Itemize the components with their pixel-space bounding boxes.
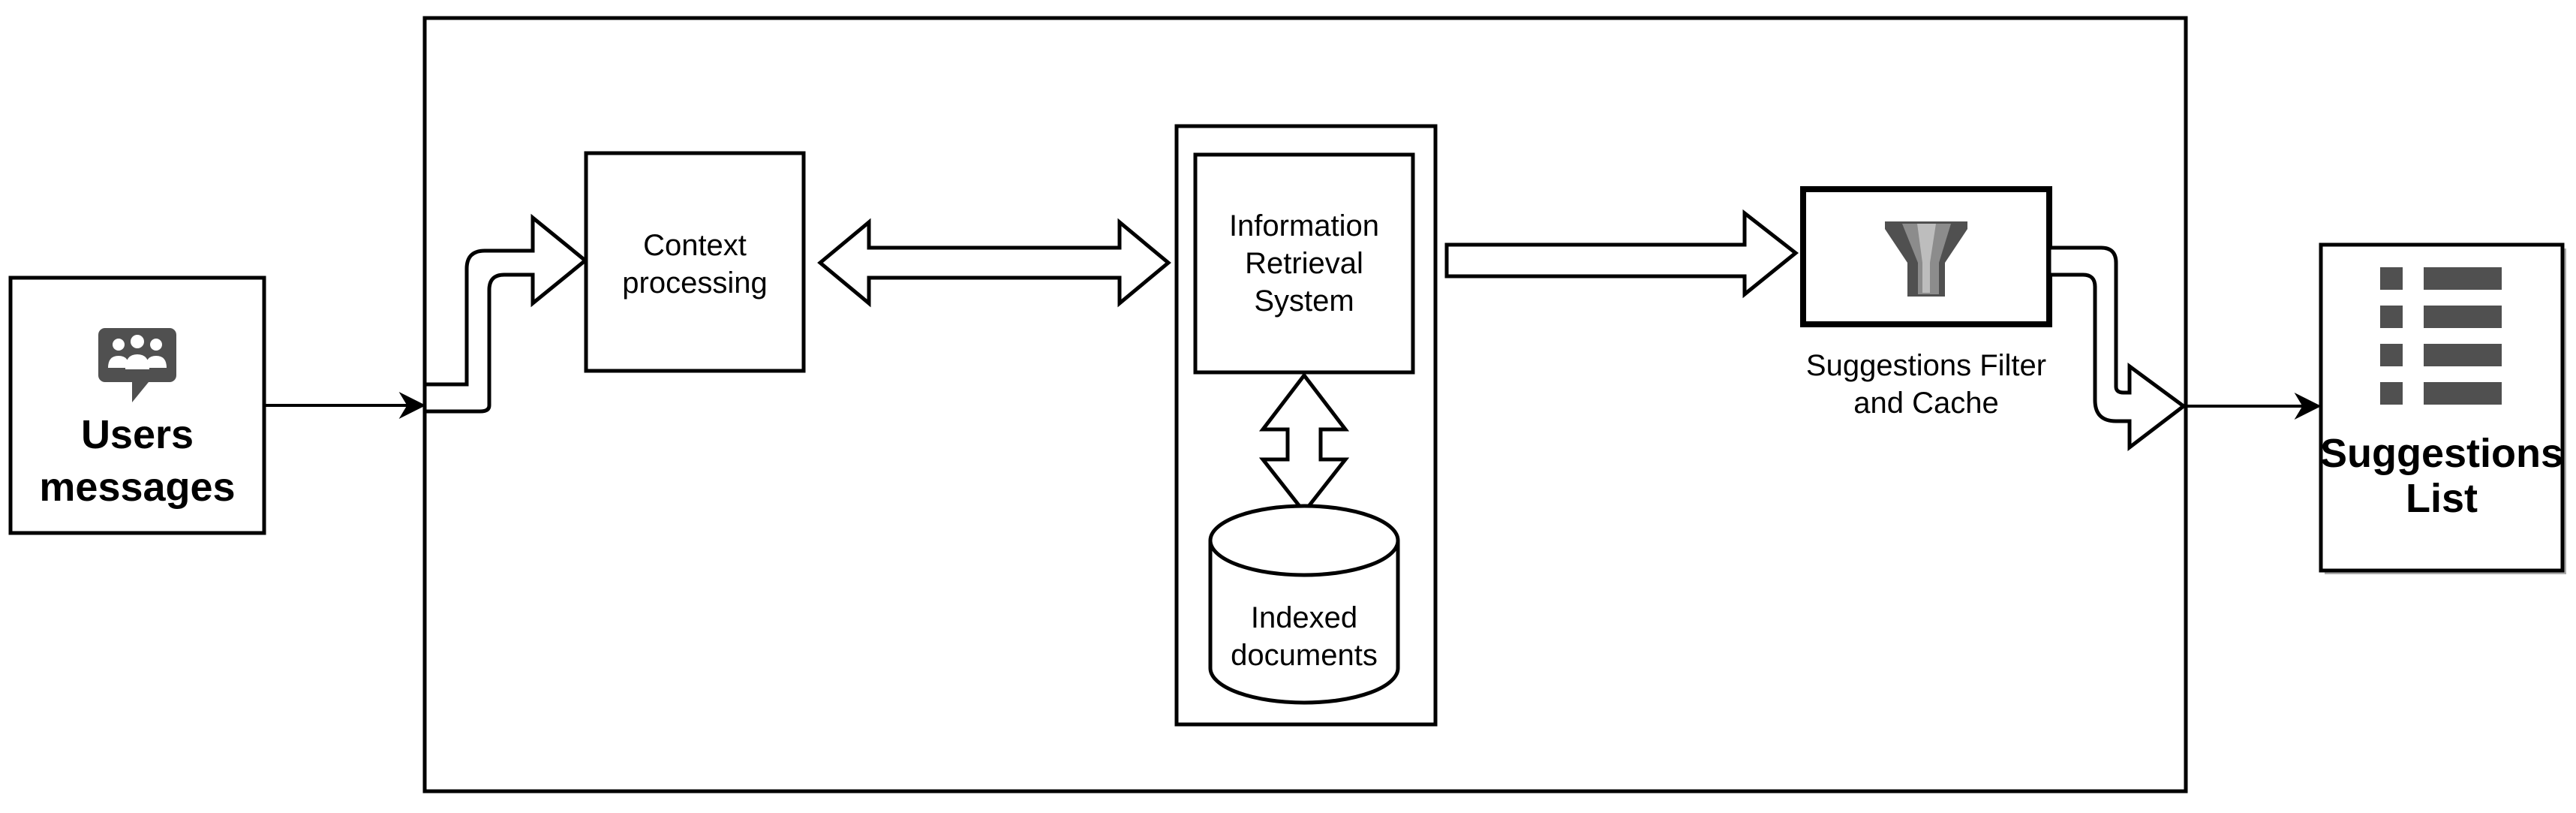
bent-arrow-from-filter (2047, 245, 2187, 452)
indexed-documents-node: Indexed documents (1208, 504, 1400, 705)
suggestions-filter-label-2: and Cache (1853, 387, 1998, 420)
suggestions-filter-label-1: Suggestions Filter (1806, 349, 2046, 382)
users-messages-node: Users messages (8, 276, 266, 535)
indexed-documents-label-1: Indexed (1251, 601, 1357, 634)
list-icon (2380, 267, 2502, 405)
context-processing-label-2: processing (622, 266, 767, 300)
context-ir-double-arrow (817, 218, 1171, 308)
suggestions-filter-node (1800, 186, 2052, 327)
ir-system-label-2: Retrieval (1245, 247, 1363, 280)
users-chat-icon (98, 328, 176, 402)
suggestions-list-node: Suggestions List (2319, 242, 2566, 574)
suggestions-list-label-2: List (2406, 476, 2478, 521)
ir-system-label-1: Information (1229, 209, 1379, 242)
users-messages-label-2: messages (39, 465, 235, 510)
context-processing-label-1: Context (643, 229, 747, 262)
bent-arrow-to-context (422, 213, 588, 414)
ir-filter-arrow (1444, 209, 1799, 299)
ir-system-node: Information Retrieval System (1193, 152, 1415, 375)
context-processing-node: Context processing (584, 151, 806, 373)
funnel-filter-icon (1885, 221, 1967, 297)
ir-system-label-3: System (1254, 285, 1354, 318)
suggestions-list-label-1: Suggestions (2320, 431, 2563, 476)
users-messages-label-1: Users (81, 412, 194, 457)
indexed-documents-label-2: documents (1231, 639, 1378, 672)
